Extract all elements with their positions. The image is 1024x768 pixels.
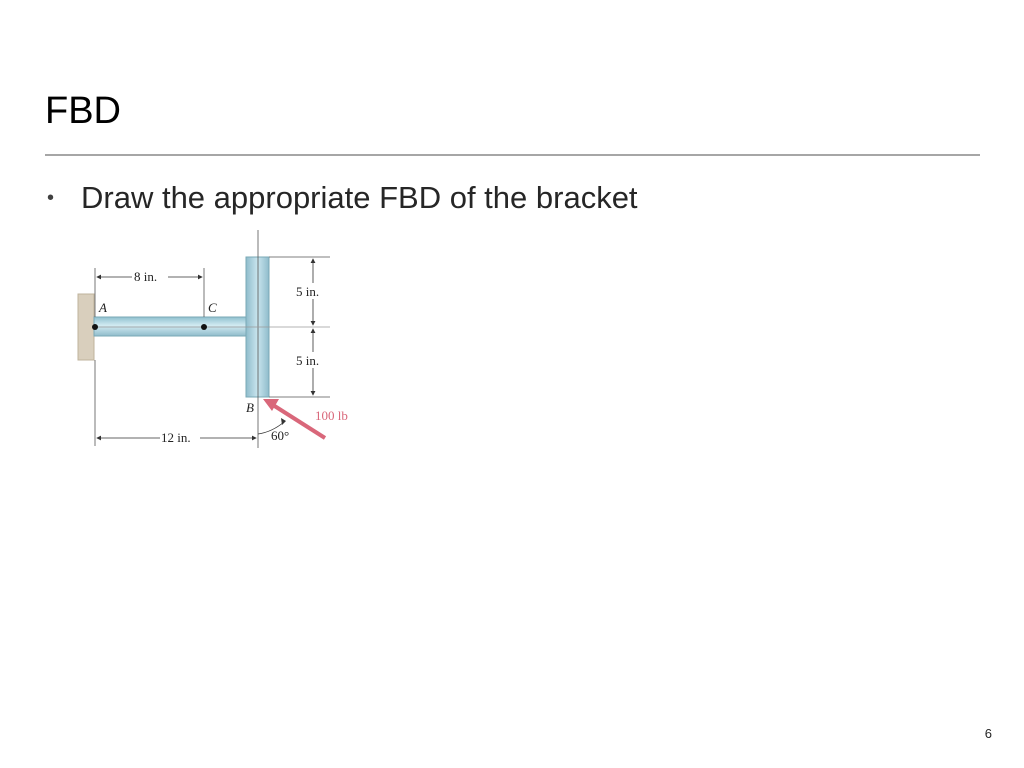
label-c: C <box>208 300 217 315</box>
title-divider <box>45 154 980 156</box>
bracket-arm <box>93 316 247 337</box>
dim-12in-label: 12 in. <box>161 430 191 445</box>
bullet-icon: • <box>47 187 55 209</box>
wall-support <box>77 293 95 361</box>
page-number: 6 <box>984 726 992 741</box>
force-label: 100 lb <box>315 408 348 423</box>
label-a: A <box>98 300 107 315</box>
force-arrow-shaft <box>271 403 327 440</box>
angle-arc-arrowhead <box>281 418 286 425</box>
dim-upper-5in-label: 5 in. <box>296 284 319 299</box>
dim-lower-5in-label-bg <box>294 352 328 368</box>
point-c-dot <box>201 324 207 330</box>
point-a-dot <box>92 324 98 330</box>
force-arrow-head <box>263 399 279 411</box>
dim-12in-label-bg <box>160 430 200 444</box>
dim-lower-5in-label: 5 in. <box>296 353 319 368</box>
label-b: B <box>246 400 254 415</box>
slide-title: FBD <box>45 90 121 132</box>
angle-label: 60° <box>271 428 289 443</box>
dim-8in-label: 8 in. <box>134 269 157 284</box>
bullet-text: Draw the appropriate FBD of the bracket <box>81 180 638 215</box>
bracket-figure: A C B 8 in. 12 in. 5 in. 5 in. 100 lb 60… <box>77 230 348 448</box>
dim-upper-5in-label-bg <box>294 283 328 299</box>
dim-8in-label-bg <box>132 269 168 283</box>
bullet-item: • Draw the appropriate FBD of the bracke… <box>47 178 638 218</box>
